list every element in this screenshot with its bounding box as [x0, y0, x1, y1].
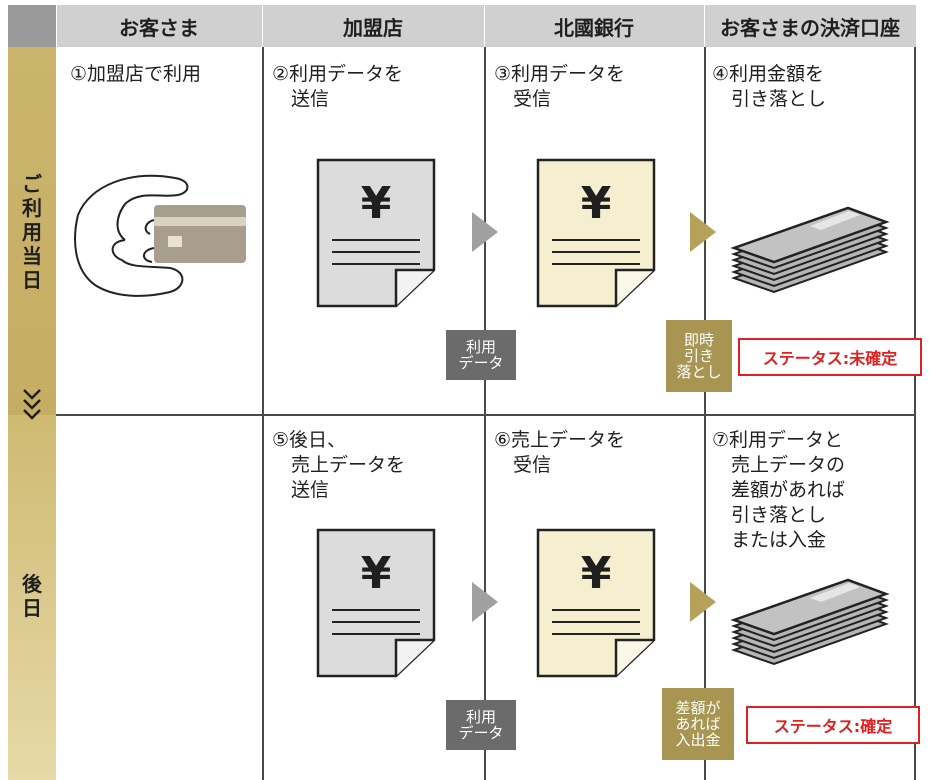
row-label-day-of-use: ご 利 用 当 日 [8, 172, 56, 292]
card-stack-icon [730, 578, 890, 666]
arrow-right-icon [690, 582, 716, 622]
svg-text:¥: ¥ [581, 178, 612, 229]
row-label-char: 後 [22, 572, 42, 596]
svg-text:¥: ¥ [361, 178, 392, 229]
row-label-char: ご [22, 172, 42, 196]
step-3-text: ③利用データを 受信 [494, 63, 626, 110]
tag-line: データ [458, 354, 504, 372]
usage-data-tag: 利用 データ [446, 700, 516, 750]
status-badge-pending: ステータス:未確定 [738, 338, 922, 376]
tag-line: 利用 [465, 338, 496, 356]
tag-line: 落とし [676, 363, 722, 381]
document-yen-icon: ¥ [536, 158, 656, 308]
document-yen-icon: ¥ [536, 528, 656, 678]
chevrons-down-icon [23, 389, 41, 420]
step-1-text: ①加盟店で利用 [70, 63, 202, 85]
svg-text:¥: ¥ [581, 548, 612, 599]
row-label-later-bar [8, 415, 56, 780]
tag-line: 利用 [465, 708, 496, 726]
header-corner [8, 5, 56, 47]
tag-line: データ [458, 724, 504, 742]
row-label-char: 用 [22, 220, 42, 244]
tag-line: 差額が [675, 699, 721, 717]
arrow-right-icon [472, 212, 498, 252]
document-yen-icon: ¥ [316, 528, 436, 678]
tag-line: 引き [683, 347, 714, 365]
arrow-right-icon [472, 582, 498, 622]
row-label-char: 利 [22, 196, 42, 220]
immediate-debit-tag: 即時 引き 落とし [666, 320, 732, 392]
row-label-char: 当 [22, 244, 42, 268]
header-customer-account: お客さまの決済口座 [704, 5, 916, 47]
difference-deposit-tag: 差額が あれば 入出金 [662, 688, 734, 760]
row-label-later: 後 日 [8, 572, 56, 620]
svg-text:¥: ¥ [361, 548, 392, 599]
card-stack-icon [730, 206, 890, 294]
step-7-text: ⑦利用データと 売上データの 差額があれば 引き落とし または入金 [712, 429, 846, 551]
step-6-text: ⑥売上データを 受信 [494, 429, 626, 476]
document-yen-icon: ¥ [316, 158, 436, 308]
hand-holding-card-icon [74, 174, 246, 297]
header-bank: 北國銀行 [484, 5, 704, 47]
arrow-right-icon [690, 212, 716, 252]
step-4-text: ④利用金額を 引き落とし [712, 63, 827, 110]
tag-line: 入出金 [675, 731, 721, 749]
usage-data-tag: 利用 データ [446, 330, 516, 380]
step-2-text: ②利用データを 送信 [272, 63, 404, 110]
tag-line: 即時 [683, 331, 714, 349]
status-badge-confirmed: ステータス:確定 [746, 706, 920, 744]
header-merchant: 加盟店 [262, 5, 484, 47]
tag-line: あれば [675, 715, 721, 733]
header-customer: お客さま [56, 5, 262, 47]
row-label-char: 日 [22, 596, 42, 620]
row-label-day-of-use-bar [8, 47, 56, 415]
step-5-text: ⑤後日、 売上データを 送信 [272, 429, 406, 501]
row-label-char: 日 [22, 268, 42, 292]
